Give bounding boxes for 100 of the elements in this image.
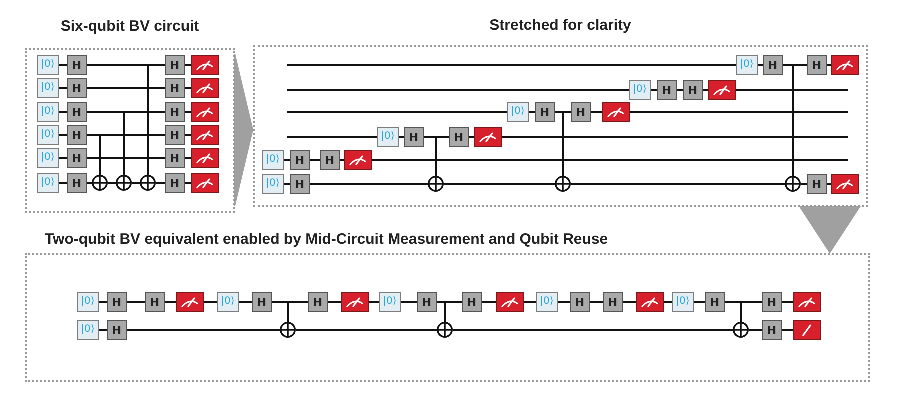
control-line (444, 302, 446, 322)
qubit-wire (827, 183, 831, 185)
control-line (562, 112, 564, 176)
cnot-target (733, 322, 749, 338)
chevron-arrow (234, 54, 254, 206)
qubit-wire (782, 329, 793, 331)
qubit-wire (590, 301, 603, 303)
hadamard-gate: H (67, 148, 87, 168)
qubit-wire (437, 301, 462, 303)
measurement-gate (191, 173, 219, 193)
chevron-arrow (799, 206, 861, 254)
qubit-wire (502, 136, 848, 138)
cnot-target (428, 176, 444, 192)
qubit-wire (555, 111, 571, 113)
qubit-wire (310, 159, 320, 161)
qubit-wire (482, 301, 496, 303)
hadamard-gate: H (683, 80, 703, 100)
qubit-wire (185, 111, 191, 113)
measurement-gate (344, 150, 372, 170)
hadamard-gate: H (67, 125, 87, 145)
hadamard-gate: H (762, 320, 782, 340)
qubit-wire (340, 159, 344, 161)
qubit-wire (59, 111, 67, 113)
measurement-gate (831, 174, 859, 194)
measurement-gate (341, 292, 369, 312)
qubit-wire (725, 301, 762, 303)
qubit-wire (99, 329, 107, 331)
control-line (287, 302, 289, 322)
panel-title: Stretched for clarity (490, 17, 632, 35)
ket-gate: |0⟩ (217, 292, 239, 312)
ket-gate: |0⟩ (262, 150, 284, 170)
hadamard-gate: H (705, 292, 725, 312)
hadamard-gate: H (165, 173, 185, 193)
measurement-gate (496, 292, 524, 312)
qubit-wire (185, 64, 191, 66)
ket-gate: |0⟩ (37, 55, 59, 75)
qubit-wire (284, 159, 290, 161)
cnot-target (92, 175, 108, 191)
hadamard-gate: H (657, 80, 677, 100)
qubit-wire (558, 301, 570, 303)
panel-title: Six-qubit BV circuit (60, 18, 200, 36)
qubit-wire (651, 89, 657, 91)
hadamard-gate: H (404, 127, 424, 147)
ket-gate: |0⟩ (736, 55, 758, 75)
measurement-gate (191, 55, 219, 75)
qubit-wire (827, 64, 831, 66)
qubit-wire (287, 89, 629, 91)
hadamard-gate: H (165, 148, 185, 168)
qubit-wire (99, 301, 107, 303)
qubit-wire (424, 136, 449, 138)
measurement-gate (191, 125, 219, 145)
ket-gate: |0⟩ (37, 173, 59, 193)
qubit-wire (369, 301, 379, 303)
measurement-gate (602, 102, 630, 122)
qubit-wire (310, 183, 428, 185)
qubit-wire (185, 87, 191, 89)
hadamard-gate: H (417, 292, 437, 312)
ket-gate: |0⟩ (37, 102, 59, 122)
ket-gate: |0⟩ (536, 292, 558, 312)
qubit-wire (287, 136, 377, 138)
qubit-wire (287, 111, 507, 113)
qubit-wire (782, 301, 793, 303)
hadamard-gate: H (67, 102, 87, 122)
qubit-wire (372, 159, 848, 161)
qubit-wire (328, 301, 341, 303)
qubit-wire (571, 183, 785, 185)
qubit-wire (529, 111, 535, 113)
qubit-wire (591, 111, 602, 113)
qubit-wire (204, 301, 217, 303)
qubit-wire (287, 64, 736, 66)
qubit-wire (185, 182, 191, 184)
hadamard-gate: H (763, 55, 783, 75)
measurement-gate (191, 78, 219, 98)
hadamard-gate: H (107, 320, 127, 340)
qubit-wire (758, 64, 763, 66)
hadamard-gate: H (762, 292, 782, 312)
qubit-wire (677, 89, 683, 91)
ket-gate: |0⟩ (629, 80, 651, 100)
cnot-target (555, 176, 571, 192)
qubit-wire (108, 182, 116, 184)
qubit-wire (401, 301, 417, 303)
hadamard-gate: H (449, 127, 469, 147)
hadamard-gate: H (67, 173, 87, 193)
ket-gate: |0⟩ (379, 292, 401, 312)
qubit-wire (239, 301, 252, 303)
qubit-wire (630, 111, 848, 113)
control-line (740, 302, 742, 322)
qubit-wire (444, 183, 555, 185)
qubit-wire (165, 301, 176, 303)
control-line (435, 137, 437, 176)
cnot-target (785, 176, 801, 192)
qubit-wire (524, 301, 536, 303)
qubit-wire (623, 301, 636, 303)
qubit-wire (127, 329, 280, 331)
qubit-wire (399, 136, 404, 138)
qubit-wire (59, 64, 67, 66)
control-line (147, 65, 149, 175)
qubit-wire (87, 134, 165, 136)
qubit-wire (801, 183, 807, 185)
qubit-wire (453, 329, 733, 331)
